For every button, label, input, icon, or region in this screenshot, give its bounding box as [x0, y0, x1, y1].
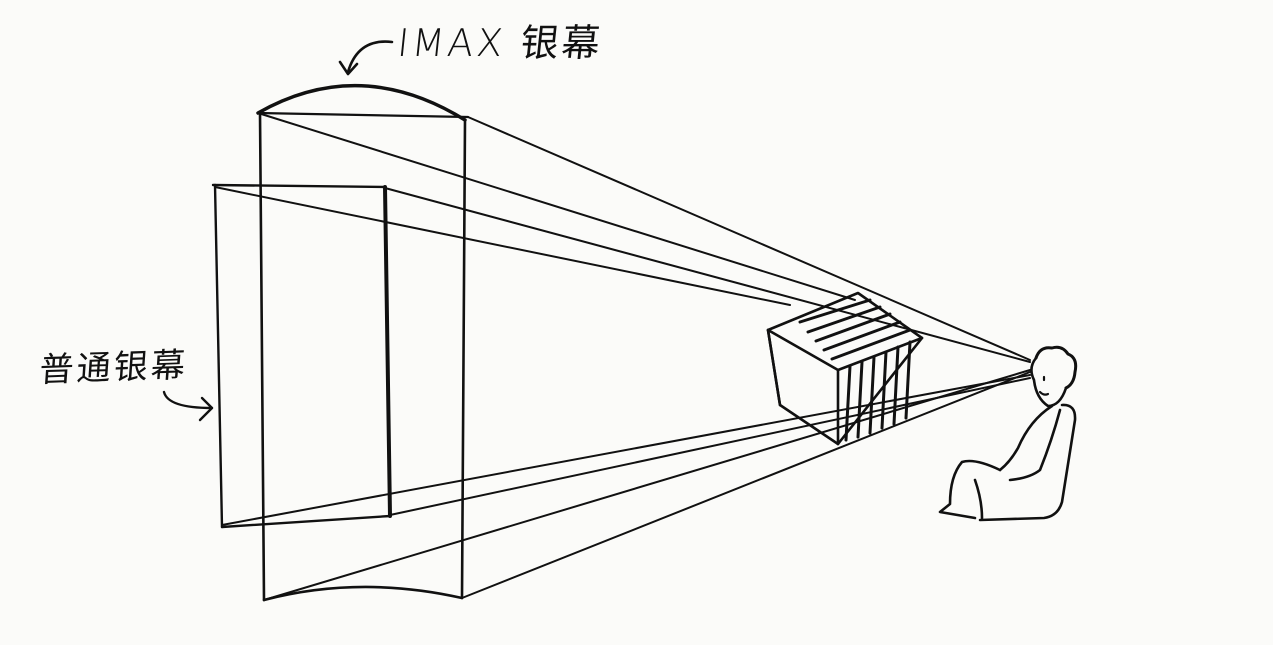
viewer-back	[998, 404, 1054, 472]
viewer-face	[1030, 356, 1068, 408]
normal-arrow-head	[198, 396, 214, 422]
viewer-legs	[938, 459, 1002, 520]
normal-screen-label: 普通银幕	[38, 345, 190, 391]
imax-screen	[256, 84, 470, 602]
viewer-mouth	[1038, 390, 1050, 396]
normal-screen-right-edge	[383, 185, 392, 518]
imax-screen-label: IMAX 银幕	[395, 21, 606, 65]
imax-sight-lines	[257, 112, 1031, 601]
normal-arrow-shaft	[162, 390, 214, 410]
normal-screen-left-edge	[213, 183, 224, 529]
imax-screen-top-chord	[256, 111, 470, 119]
normal-label-arrow	[162, 390, 214, 422]
imax-screen-top-curve	[256, 84, 467, 122]
viewer-seat-back	[978, 403, 1077, 522]
normal-screen	[211, 183, 392, 529]
viewer-arm	[1008, 408, 1062, 482]
projector-box	[766, 291, 924, 446]
normal-screen-bottom-edge	[220, 514, 392, 529]
imax-arrow-head	[338, 60, 359, 76]
viewer	[938, 345, 1078, 522]
viewer-hair	[1034, 345, 1078, 390]
imax-sight-line-bottom-left	[263, 369, 1031, 601]
normal-sight-line-bottom	[389, 377, 1031, 516]
imax-label-arrow	[338, 40, 394, 76]
projector-box-hatching	[798, 298, 912, 442]
imax-sight-line-bottom	[461, 371, 1031, 599]
imax-screen-bottom-curve	[262, 585, 464, 602]
projector-box-left-edge	[766, 328, 782, 407]
normal-sight-line-bottom-left	[221, 374, 1031, 526]
normal-sight-line-top	[384, 187, 1031, 363]
normal-sight-line-top-left	[214, 186, 791, 306]
imax-sight-line-top	[467, 116, 1031, 361]
imax-screen-left-edge	[258, 111, 266, 602]
imax-sight-line-top-left	[257, 112, 856, 301]
imax-arrow-shaft	[346, 40, 394, 74]
imax-screen-right-edge	[460, 118, 467, 600]
viewer-seat-front	[973, 478, 984, 520]
normal-screen-top-edge	[211, 183, 387, 189]
